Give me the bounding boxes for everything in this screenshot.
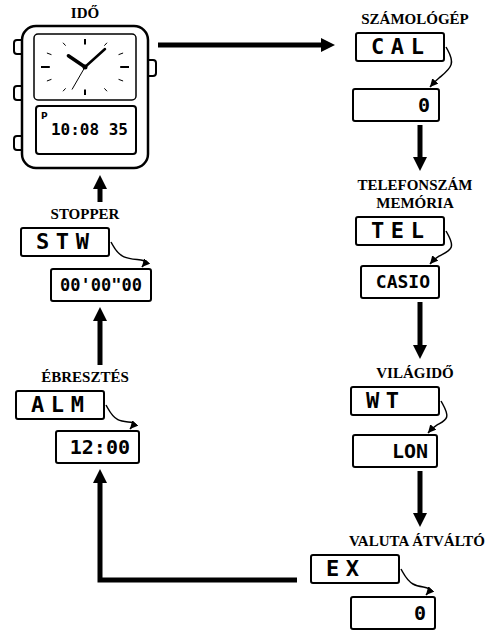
mode-code: STW	[36, 229, 96, 254]
mode-title: VILÁGIDŐ	[376, 365, 454, 381]
lcd-screen: 12:00	[55, 430, 140, 464]
mode-title: IDŐ	[71, 5, 99, 21]
mode-arrow	[98, 187, 103, 202]
lcd-screen: EX	[310, 554, 400, 584]
mode-title: VALUTA ÁTVÁLTÓ	[349, 533, 485, 549]
hour-tick	[119, 79, 124, 81]
lcd-screen: 0	[350, 596, 436, 630]
lcd-screen: CASIO	[360, 265, 440, 299]
mode-node: TELEFONSZÁM MEMÓRIA TEL	[340, 176, 490, 246]
mode-heading: VILÁGIDŐ	[340, 364, 490, 382]
mode-title: TELEFONSZÁM MEMÓRIA	[357, 177, 472, 211]
indicator-label: P	[41, 111, 48, 121]
mode-node: VALUTA ÁTVÁLTÓ EX	[300, 532, 495, 584]
lcd-screen: WT	[350, 386, 440, 416]
hour-tick	[63, 88, 66, 91]
hand-pivot	[83, 65, 88, 70]
hour-tick	[41, 66, 50, 68]
lcd-digits: 10:08 35	[51, 120, 128, 139]
mode-arrow	[100, 481, 297, 580]
digital-display: 10:08 35	[40, 108, 132, 152]
mode-arrow	[418, 471, 423, 515]
lcd-screen: 0	[352, 88, 440, 122]
hour-tick	[104, 43, 107, 46]
mode-heading: VALUTA ÁTVÁLTÓ	[300, 532, 495, 550]
screen-arrow	[401, 569, 429, 595]
screen-arrow	[106, 405, 133, 429]
hour-hand	[68, 56, 85, 67]
hour-tick	[63, 43, 66, 46]
mode-node: SZÁMOLÓGÉP CAL	[340, 10, 490, 62]
lcd-screen: 0	[350, 596, 436, 630]
mode-heading: SZÁMOLÓGÉP	[340, 10, 490, 28]
mode-node: ÉBRESZTÉS ALM	[10, 368, 160, 420]
lcd-screen: 00'00"00	[50, 268, 152, 302]
mode-heading: ÉBRESZTÉS	[10, 368, 160, 386]
lcd-screen: TEL	[355, 216, 445, 246]
mode-heading: STOPPER	[15, 205, 155, 223]
hour-tick	[47, 79, 52, 81]
lcd-screen: CAL	[355, 32, 445, 62]
lcd-screen: 12:00	[55, 430, 140, 464]
lcd-screen: CASIO	[360, 265, 440, 299]
hour-ticks	[41, 39, 129, 95]
mode-code: ALM	[31, 392, 91, 417]
hour-tick	[119, 53, 124, 55]
hour-tick	[120, 66, 129, 68]
mode-node: VILÁGIDŐ WT	[340, 364, 490, 416]
minute-hand	[85, 49, 105, 67]
screen-arrow	[111, 242, 145, 267]
mode-arrow	[418, 125, 423, 159]
mode-node: STOPPER STW	[15, 205, 155, 257]
mode-code: TEL	[371, 218, 431, 243]
hour-tick	[104, 88, 107, 91]
lcd-value: 0	[414, 601, 426, 625]
hour-tick	[84, 39, 86, 45]
hour-tick	[84, 89, 86, 95]
mode-code: CAL	[371, 34, 431, 59]
lcd-value: 00'00"00	[60, 275, 142, 295]
mode-heading: IDŐ	[15, 4, 155, 22]
lcd-screen: 0	[352, 88, 440, 122]
lcd-value: LON	[392, 439, 428, 463]
mode-title: ÉBRESZTÉS	[41, 369, 129, 385]
hour-tick	[47, 53, 52, 55]
lcd-screen: LON	[352, 434, 438, 468]
analog-face	[34, 34, 136, 100]
mode-arrow	[158, 43, 323, 48]
mode-title: SZÁMOLÓGÉP	[361, 11, 469, 27]
watch-node: IDŐ 10:08 35	[15, 4, 155, 170]
mode-code: WT	[366, 388, 406, 413]
mode-title: STOPPER	[51, 206, 120, 222]
mode-arrow	[418, 302, 423, 347]
lcd-screen: STW	[20, 227, 110, 257]
watch-case	[22, 26, 148, 168]
digital-window	[36, 106, 136, 154]
connectors	[100, 45, 452, 595]
mode-code: EX	[326, 556, 366, 581]
lcd-value: CASIO	[376, 271, 430, 292]
mode-arrow	[98, 319, 103, 365]
lcd-screen: ALM	[15, 390, 105, 420]
lcd-screen: LON	[352, 434, 438, 468]
lcd-value: 0	[418, 93, 430, 117]
mode-heading: TELEFONSZÁM MEMÓRIA	[340, 176, 490, 212]
lcd-screen: 00'00"00	[50, 268, 152, 302]
lcd-value: 12:00	[70, 435, 130, 459]
second-hand	[72, 67, 85, 90]
